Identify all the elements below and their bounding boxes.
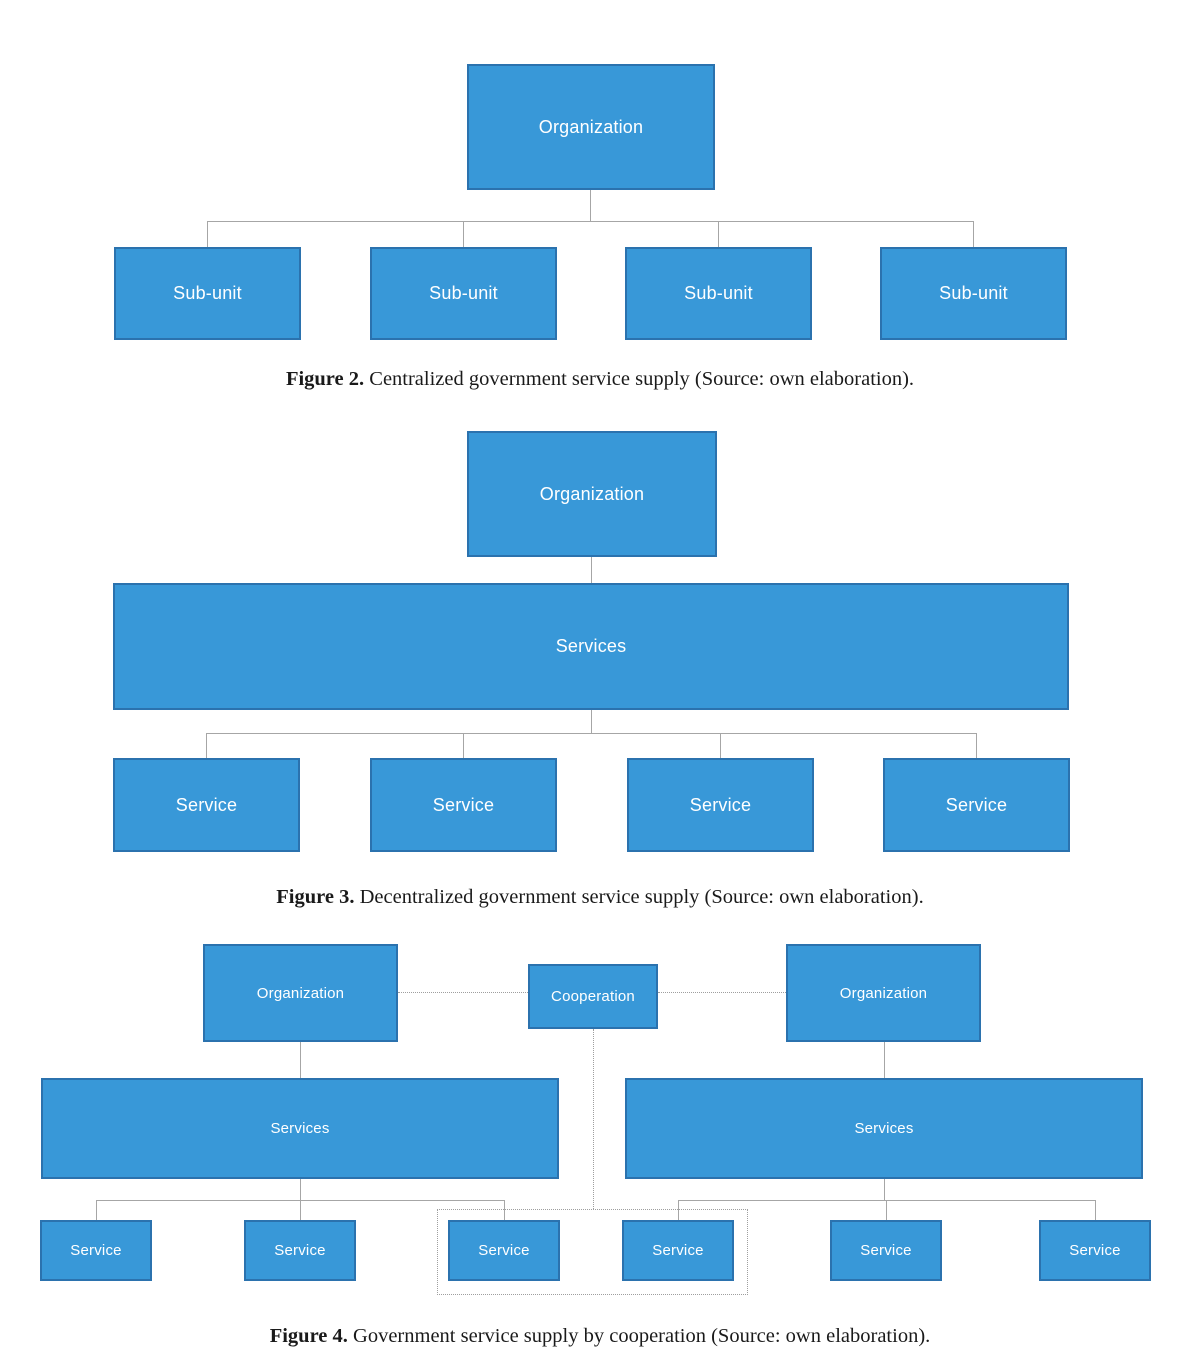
fig3-stub-line-1 bbox=[206, 733, 207, 758]
fig4-stub-line-3 bbox=[504, 1200, 505, 1220]
figure2-caption: Figure 2. Centralized government service… bbox=[0, 366, 1200, 392]
fig4-stub-line-4 bbox=[678, 1200, 679, 1220]
fig4-right-services-node: Services bbox=[625, 1078, 1143, 1179]
fig4-service-node-4: Service bbox=[622, 1220, 734, 1281]
fig2-stub-line-1 bbox=[207, 221, 208, 247]
fig4-left-services-node: Services bbox=[41, 1078, 559, 1179]
fig4-service-node-3: Service bbox=[448, 1220, 560, 1281]
fig4-right-org-stem-line bbox=[884, 1042, 885, 1078]
fig3-services-node: Services bbox=[113, 583, 1069, 710]
fig4-left-services-stem-line bbox=[300, 1179, 301, 1200]
fig4-left-org-stem-line bbox=[300, 1042, 301, 1078]
fig4-stub-line-5 bbox=[886, 1200, 887, 1220]
fig4-stub-line-2 bbox=[300, 1200, 301, 1220]
fig2-root-stem-line bbox=[590, 190, 591, 221]
figure4-caption-text: Government service supply by cooperation… bbox=[353, 1325, 931, 1347]
figure3-caption-label: Figure 3. bbox=[276, 886, 355, 908]
figure4-caption: Figure 4. Government service supply by c… bbox=[0, 1323, 1200, 1349]
fig3-service-node-2: Service bbox=[370, 758, 557, 852]
fig2-subunit-node-4: Sub-unit bbox=[880, 247, 1067, 340]
fig4-service-node-6: Service bbox=[1039, 1220, 1151, 1281]
fig3-service-node-3: Service bbox=[627, 758, 814, 852]
fig4-coop-down-line bbox=[593, 1029, 594, 1209]
fig3-stub-line-3 bbox=[720, 733, 721, 758]
fig4-coop-link-right-line bbox=[658, 992, 786, 993]
fig3-organization-node: Organization bbox=[467, 431, 717, 557]
fig2-branch-line bbox=[207, 221, 973, 222]
fig2-stub-line-4 bbox=[973, 221, 974, 247]
fig4-shared-services-dotted-box bbox=[437, 1209, 748, 1295]
fig4-service-node-5: Service bbox=[830, 1220, 942, 1281]
fig4-service-node-2: Service bbox=[244, 1220, 356, 1281]
fig2-stub-line-3 bbox=[718, 221, 719, 247]
fig2-organization-node: Organization bbox=[467, 64, 715, 190]
fig3-service-node-4: Service bbox=[883, 758, 1070, 852]
figure3-caption: Figure 3. Decentralized government servi… bbox=[0, 884, 1200, 910]
fig3-service-node-1: Service bbox=[113, 758, 300, 852]
fig2-subunit-node-2: Sub-unit bbox=[370, 247, 557, 340]
fig4-service-node-1: Service bbox=[40, 1220, 152, 1281]
fig4-left-organization-node: Organization bbox=[203, 944, 398, 1042]
fig2-stub-line-2 bbox=[463, 221, 464, 247]
fig2-subunit-node-1: Sub-unit bbox=[114, 247, 301, 340]
figure3-caption-text: Decentralized government service supply … bbox=[359, 886, 924, 908]
fig3-stub-line-2 bbox=[463, 733, 464, 758]
fig2-subunit-node-3: Sub-unit bbox=[625, 247, 812, 340]
figure4-caption-label: Figure 4. bbox=[269, 1325, 348, 1347]
fig3-services-stem-line bbox=[591, 710, 592, 733]
fig3-root-stem-line bbox=[591, 557, 592, 583]
fig4-stub-line-1 bbox=[96, 1200, 97, 1220]
fig3-branch-line bbox=[206, 733, 976, 734]
fig4-right-organization-node: Organization bbox=[786, 944, 981, 1042]
fig4-stub-line-6 bbox=[1095, 1200, 1096, 1220]
figure2-caption-text: Centralized government service supply (S… bbox=[369, 368, 915, 390]
fig4-coop-link-left-line bbox=[398, 992, 528, 993]
fig4-cooperation-node: Cooperation bbox=[528, 964, 658, 1029]
fig3-stub-line-4 bbox=[976, 733, 977, 758]
fig4-right-services-stem-line bbox=[884, 1179, 885, 1200]
figure2-caption-label: Figure 2. bbox=[285, 368, 365, 390]
